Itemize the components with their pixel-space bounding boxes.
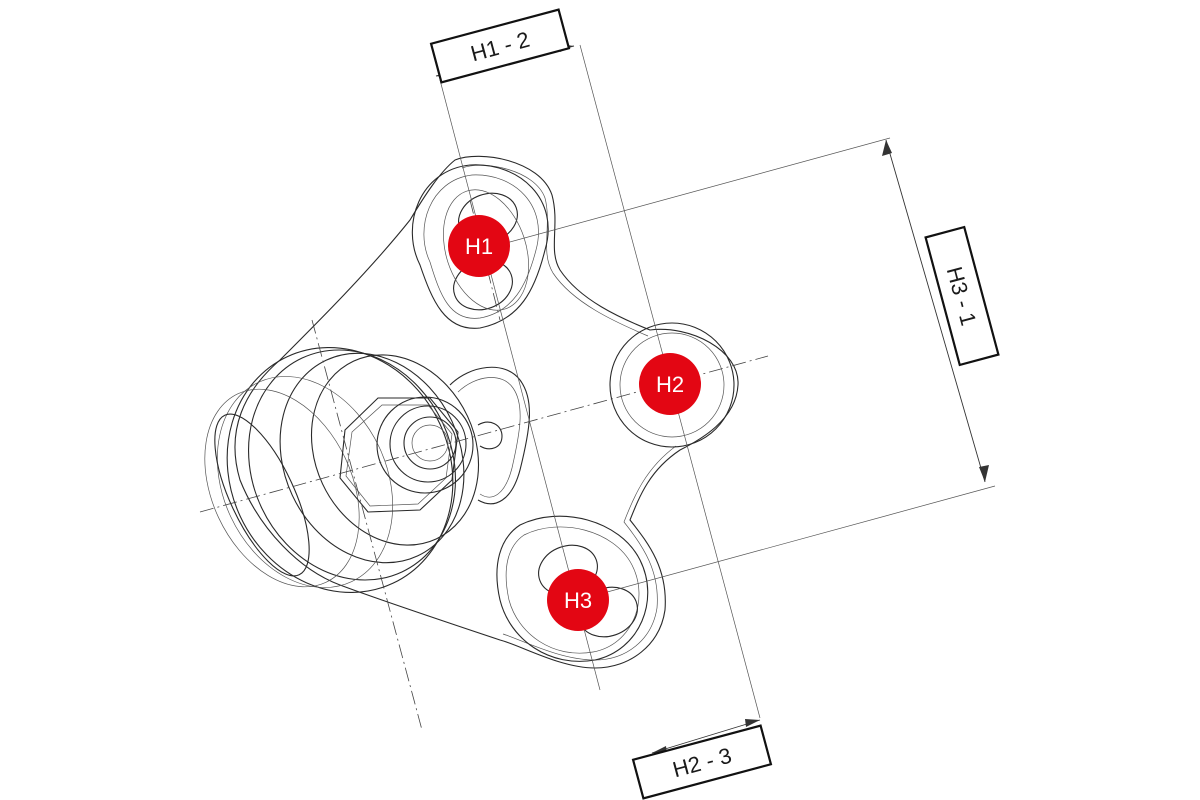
marker-h1-dot bbox=[448, 215, 510, 277]
marker-h1: H1 bbox=[448, 215, 510, 277]
marker-h2: H2 bbox=[639, 353, 701, 415]
label-h2-3: H2 - 3 bbox=[631, 724, 773, 800]
marker-h2-label: H2 bbox=[656, 372, 684, 397]
label-h1-2: H1 - 2 bbox=[429, 8, 571, 84]
marker-h1-label: H1 bbox=[465, 234, 493, 259]
marker-h3-label: H3 bbox=[564, 588, 592, 613]
label-h3-1: H3 - 1 bbox=[924, 225, 1000, 367]
h3-1-extension-lines bbox=[487, 137, 996, 601]
marker-h2-dot bbox=[639, 353, 701, 415]
marker-h3-dot bbox=[547, 569, 609, 631]
marker-h3: H3 bbox=[547, 569, 609, 631]
